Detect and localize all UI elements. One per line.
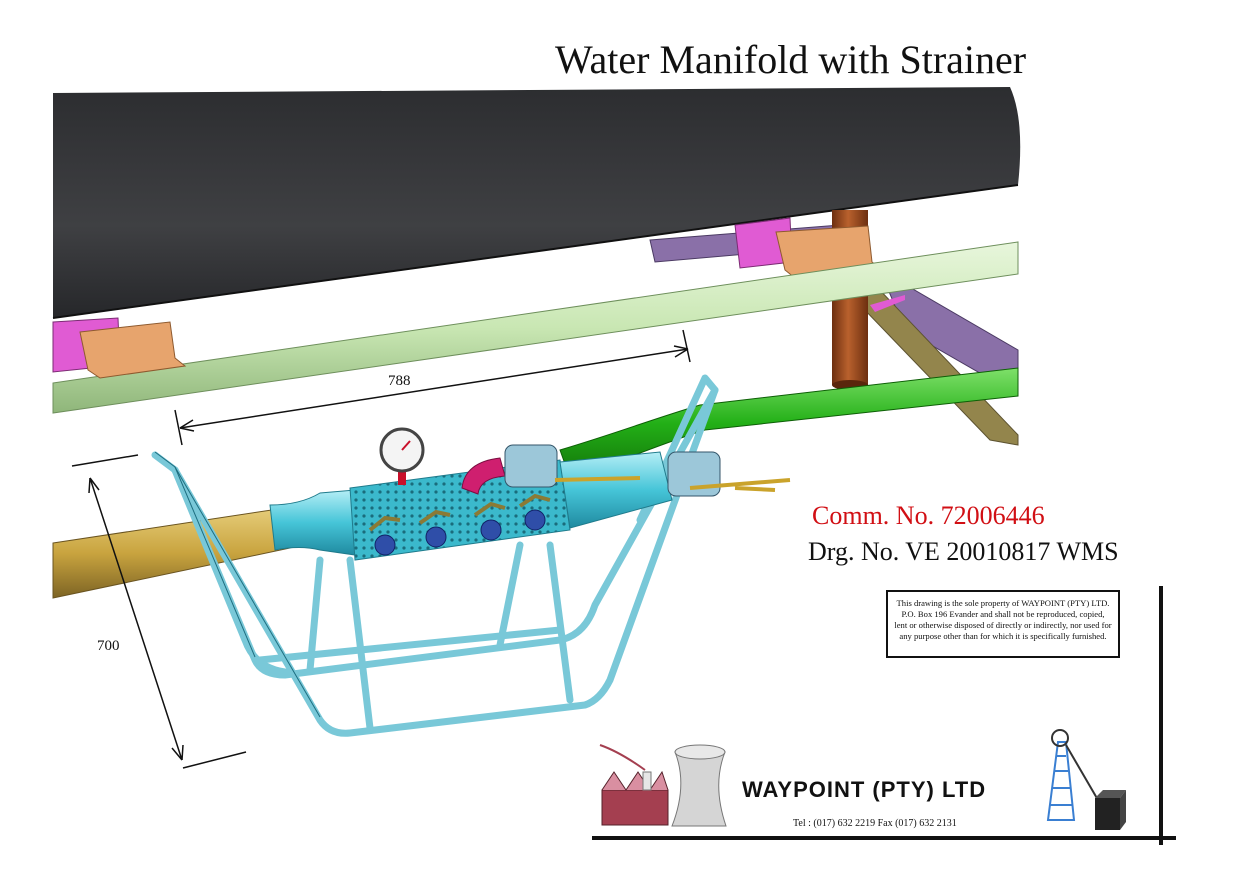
dimension-788 xyxy=(174,329,691,446)
drawing-title: Water Manifold with Strainer xyxy=(555,37,1027,82)
dimension-label-length: 788 xyxy=(388,373,411,389)
ownership-notice: This drawing is the sole property of WAY… xyxy=(886,590,1120,658)
drawing-number: Drg. No. VE 20010817 WMS xyxy=(808,537,1119,566)
dimension-700 xyxy=(71,454,247,769)
outlet-valves xyxy=(368,493,551,556)
commission-number: Comm. No. 72006446 xyxy=(812,501,1045,530)
dimension-label-height: 700 xyxy=(97,638,120,654)
conveyor-belt xyxy=(53,87,1021,318)
cooling-tower-icon xyxy=(671,744,727,827)
supply-pipe xyxy=(52,507,291,599)
coupling-left xyxy=(504,444,558,488)
upper-rail xyxy=(52,241,1019,414)
company-name: WAYPOINT (PTY) LTD xyxy=(742,777,987,802)
contact-line: Tel : (017) 632 2219 Fax (017) 632 2131 xyxy=(793,818,957,829)
factory-icon xyxy=(599,744,669,826)
pressure-gauge-icon xyxy=(379,427,425,485)
manifold-reducer xyxy=(269,489,356,556)
headframe-icon xyxy=(1046,729,1126,830)
support-frame xyxy=(151,374,719,737)
idler-pad-left xyxy=(79,321,187,379)
